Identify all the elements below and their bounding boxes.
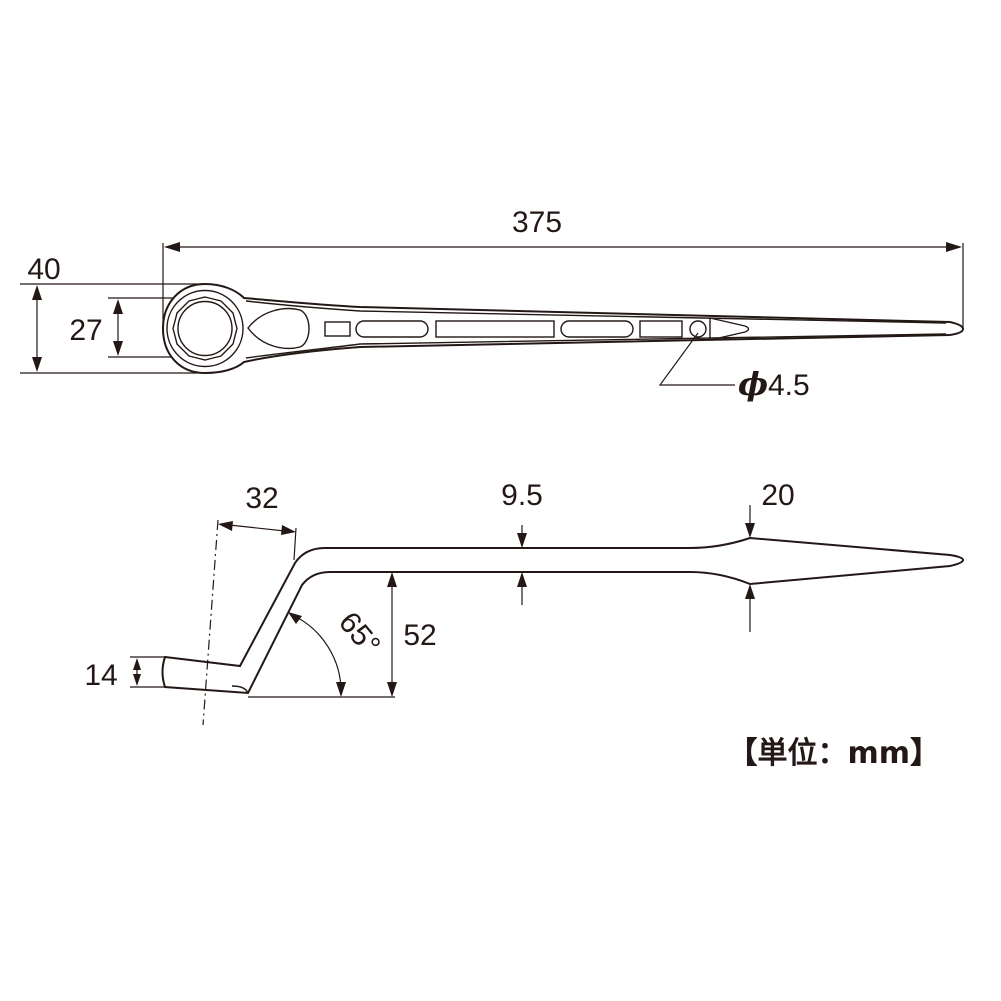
ring-head-outer-circle bbox=[166, 289, 244, 368]
offset-height-arrow-bottom bbox=[387, 682, 397, 697]
overall-length-arrow-left bbox=[164, 242, 180, 252]
wrench-top-inner-edge bbox=[245, 300, 947, 324]
handle-slot-5 bbox=[639, 320, 683, 338]
shank-arrow-top bbox=[517, 533, 527, 548]
offset-centerline bbox=[202, 519, 219, 726]
ring-head-inner-circle bbox=[177, 300, 233, 357]
top-view: 375 40 27 ϕ 4.5 bbox=[20, 206, 965, 403]
overall-length-label: 375 bbox=[512, 206, 562, 239]
tip-height-label: 20 bbox=[761, 479, 794, 512]
tip-arrow-bottom bbox=[745, 584, 755, 599]
handle-slot-2 bbox=[355, 320, 429, 338]
wrench-top-outline bbox=[161, 282, 965, 375]
head-inner-label: 27 bbox=[69, 314, 102, 347]
handle-slot-3 bbox=[435, 320, 555, 338]
offset-arrow-right bbox=[281, 525, 296, 535]
head-inner-arrow-bottom bbox=[113, 341, 123, 356]
hole-diameter-symbol: ϕ bbox=[738, 365, 768, 403]
neck-recess bbox=[247, 307, 310, 350]
unit-note: 【単位：mm】 bbox=[727, 736, 940, 771]
head-inner-arrow-top bbox=[113, 299, 123, 314]
wrench-top-inner-edge-lower bbox=[245, 333, 947, 359]
offset-height-arrow-top bbox=[387, 572, 397, 587]
lanyard-hole bbox=[689, 320, 707, 338]
angle-label: 65° bbox=[332, 606, 386, 662]
ring-head-12-point-socket bbox=[172, 296, 238, 361]
handle-slot-4 bbox=[560, 320, 634, 338]
angle-arrow-top bbox=[288, 612, 302, 624]
head-thickness-label: 14 bbox=[84, 659, 117, 692]
angle-arrow-bottom bbox=[336, 682, 346, 697]
tip-arrow-top bbox=[745, 523, 755, 538]
offset-arrow-left bbox=[218, 521, 233, 531]
overall-length-arrow-right bbox=[946, 242, 962, 252]
hole-diameter-label: 4.5 bbox=[768, 369, 810, 402]
offset-height-label: 52 bbox=[403, 619, 436, 652]
shank-arrow-bottom bbox=[517, 572, 527, 587]
head-outer-arrow-bottom bbox=[32, 357, 42, 372]
handle-slot-1 bbox=[324, 321, 351, 337]
head-end-curve bbox=[161, 656, 166, 688]
shank-thickness-label: 9.5 bbox=[501, 479, 543, 512]
wrench-side-outline bbox=[161, 536, 965, 695]
head-thickness-arrow-bottom bbox=[133, 674, 141, 686]
side-view: 32 9.5 20 52 65° 14 bbox=[84, 479, 965, 726]
head-thickness-arrow-top bbox=[133, 658, 141, 670]
offset-length-label: 32 bbox=[245, 482, 278, 515]
tip-recess bbox=[709, 317, 750, 341]
hole-leader-line bbox=[658, 332, 735, 386]
head-outer-arrow-top bbox=[32, 285, 42, 300]
head-inner-curve bbox=[231, 685, 249, 694]
offset-extension-right bbox=[293, 527, 297, 561]
head-outer-label: 40 bbox=[27, 253, 60, 286]
